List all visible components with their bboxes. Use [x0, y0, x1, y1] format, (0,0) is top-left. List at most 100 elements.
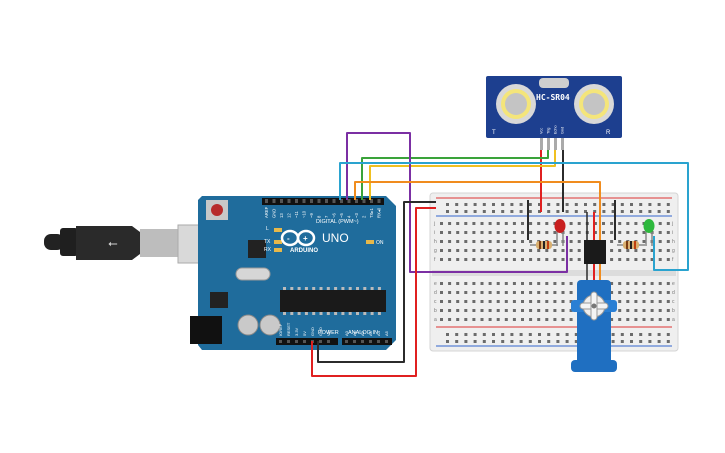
breadboard-hole[interactable]: [496, 231, 500, 234]
rail-hole[interactable]: [519, 340, 523, 343]
breadboard-hole[interactable]: [618, 258, 622, 261]
breadboard-hole[interactable]: [561, 258, 565, 261]
breadboard-hole[interactable]: [521, 222, 524, 225]
breadboard-hole[interactable]: [504, 318, 508, 321]
rail-hole[interactable]: [666, 333, 670, 336]
analog-pin[interactable]: [345, 340, 348, 343]
rail-hole[interactable]: [556, 333, 560, 336]
rail-hole[interactable]: [630, 333, 633, 336]
rail-hole[interactable]: [639, 340, 643, 343]
breadboard-hole[interactable]: [464, 240, 468, 243]
breadboard-hole[interactable]: [496, 240, 500, 243]
rail-hole[interactable]: [611, 210, 615, 213]
breadboard-hole[interactable]: [626, 291, 630, 294]
breadboard-hole[interactable]: [448, 240, 452, 243]
breadboard-hole[interactable]: [626, 249, 630, 252]
sensor-pins[interactable]: [540, 138, 564, 150]
rail-hole[interactable]: [519, 203, 523, 206]
breadboard-hole[interactable]: [521, 240, 524, 243]
breadboard-hole[interactable]: [448, 309, 452, 312]
breadboard-hole[interactable]: [448, 249, 452, 252]
rail-hole[interactable]: [657, 210, 661, 213]
rail-hole[interactable]: [547, 210, 551, 213]
rail-hole[interactable]: [574, 340, 578, 343]
breadboard-hole[interactable]: [472, 240, 476, 243]
rail-hole[interactable]: [556, 340, 560, 343]
breadboard-hole[interactable]: [666, 291, 670, 294]
analog-pin[interactable]: [369, 340, 372, 343]
rail-hole[interactable]: [538, 333, 541, 336]
breadboard-hole[interactable]: [480, 240, 484, 243]
rail-hole[interactable]: [565, 210, 569, 213]
breadboard-hole[interactable]: [666, 222, 670, 225]
breadboard-hole[interactable]: [537, 300, 541, 303]
rail-hole[interactable]: [538, 340, 541, 343]
rail-hole[interactable]: [657, 203, 661, 206]
breadboard-hole[interactable]: [658, 258, 662, 261]
breadboard-hole[interactable]: [666, 258, 670, 261]
rail-hole[interactable]: [620, 210, 624, 213]
breadboard-hole[interactable]: [472, 309, 476, 312]
rail-hole[interactable]: [492, 203, 495, 206]
rail-hole[interactable]: [501, 210, 505, 213]
breadboard-hole[interactable]: [472, 291, 476, 294]
rail-hole[interactable]: [473, 210, 477, 213]
rail-hole[interactable]: [620, 333, 624, 336]
breadboard-hole[interactable]: [440, 291, 443, 294]
rail-hole[interactable]: [473, 340, 477, 343]
breadboard-hole[interactable]: [634, 249, 638, 252]
breadboard-hole[interactable]: [545, 291, 549, 294]
breadboard-hole[interactable]: [440, 309, 443, 312]
breadboard-hole[interactable]: [610, 249, 614, 252]
rail-hole[interactable]: [446, 210, 449, 213]
breadboard-hole[interactable]: [504, 291, 508, 294]
breadboard-hole[interactable]: [440, 300, 443, 303]
breadboard-hole[interactable]: [569, 231, 573, 234]
breadboard-hole[interactable]: [504, 258, 508, 261]
breadboard-hole[interactable]: [642, 231, 646, 234]
breadboard-hole[interactable]: [440, 282, 443, 285]
breadboard-hole[interactable]: [634, 300, 638, 303]
breadboard-hole[interactable]: [618, 231, 622, 234]
rail-hole[interactable]: [528, 210, 532, 213]
breadboard-hole[interactable]: [650, 258, 654, 261]
breadboard-hole[interactable]: [488, 249, 492, 252]
breadboard-hole[interactable]: [561, 291, 565, 294]
breadboard-hole[interactable]: [440, 249, 443, 252]
rail-hole[interactable]: [630, 210, 633, 213]
rail-hole[interactable]: [584, 203, 587, 206]
breadboard-hole[interactable]: [553, 282, 557, 285]
breadboard-hole[interactable]: [569, 240, 573, 243]
breadboard-hole[interactable]: [650, 249, 654, 252]
breadboard-hole[interactable]: [480, 249, 484, 252]
breadboard-hole[interactable]: [561, 282, 565, 285]
breadboard-hole[interactable]: [488, 300, 492, 303]
breadboard-hole[interactable]: [650, 318, 654, 321]
rail-hole[interactable]: [666, 210, 670, 213]
breadboard-hole[interactable]: [545, 249, 549, 252]
breadboard-hole[interactable]: [512, 291, 516, 294]
digital-pin[interactable]: [310, 199, 313, 203]
rail-hole[interactable]: [593, 210, 597, 213]
reset-button[interactable]: [211, 204, 223, 216]
rail-hole[interactable]: [482, 333, 486, 336]
rail-hole[interactable]: [501, 203, 505, 206]
breadboard-hole[interactable]: [561, 300, 565, 303]
breadboard-hole[interactable]: [496, 309, 500, 312]
breadboard-hole[interactable]: [634, 309, 638, 312]
breadboard-hole[interactable]: [577, 222, 581, 225]
breadboard-hole[interactable]: [602, 222, 605, 225]
breadboard-hole[interactable]: [448, 231, 452, 234]
breadboard-hole[interactable]: [666, 300, 670, 303]
breadboard-hole[interactable]: [642, 240, 646, 243]
digital-pin[interactable]: [340, 199, 343, 203]
breadboard-hole[interactable]: [561, 309, 565, 312]
digital-pin[interactable]: [295, 199, 298, 203]
breadboard-hole[interactable]: [658, 282, 662, 285]
breadboard-hole[interactable]: [529, 240, 533, 243]
breadboard-hole[interactable]: [569, 291, 573, 294]
breadboard-hole[interactable]: [512, 282, 516, 285]
rail-hole[interactable]: [464, 340, 468, 343]
analog-pin[interactable]: [385, 340, 388, 343]
rail-hole[interactable]: [611, 340, 615, 343]
